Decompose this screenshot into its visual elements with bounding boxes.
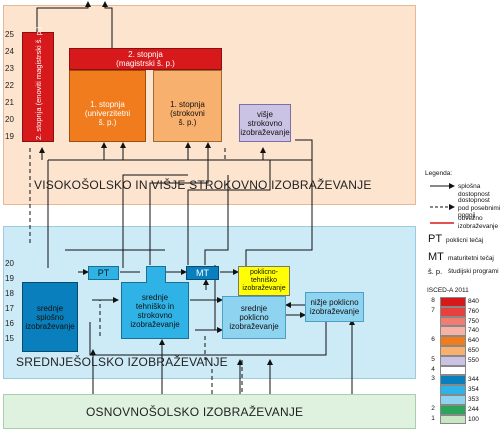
strokovni-box: 1. stopnja (strokovni š. p.): [153, 70, 222, 142]
legend-general-access: splošna dostopnost: [458, 183, 490, 198]
age-label: 17: [5, 304, 14, 313]
pt-box: PT: [88, 266, 119, 280]
isced-level: 8: [431, 297, 435, 304]
isced-code: 760: [468, 307, 479, 315]
isced-title: ISCED-A 2011: [427, 287, 469, 294]
isced-level: [427, 326, 439, 336]
isced-swatch: [440, 346, 466, 356]
srednje-splosno-box: srednje splošno izobraževanje: [22, 282, 78, 352]
isced-level: [427, 385, 439, 395]
isced-swatch: [440, 404, 466, 415]
isced-level: [427, 317, 439, 327]
isced-code: 100: [468, 415, 479, 423]
legend-mt-text: maturitetni tečaj: [448, 255, 494, 262]
isced-swatch: [440, 297, 466, 307]
enoviti-label: 2. stopnja (enoviti magistrski š. p.): [33, 26, 43, 140]
nizje-poklicno-box: nižje poklicno izobraževanje: [305, 292, 364, 322]
legend-compulsory: obvezno izobraževanje: [458, 215, 499, 230]
isced-level: 2: [431, 404, 435, 412]
legend-title: Legenda:: [425, 170, 453, 177]
legend-pt-symbol: PT: [428, 233, 443, 245]
isced-code: [468, 366, 494, 376]
univerzitetni-box: 1. stopnja (univerzitetni š. p.): [69, 70, 146, 142]
isced-swatch: [440, 395, 466, 405]
isced-swatch: [440, 316, 466, 327]
legend-pt-text: poklicni tečaj: [446, 237, 484, 244]
isced-swatch: [440, 414, 466, 425]
higher-zone-title: VISOKOŠOLSKO IN VIŠJE STROKOVNO IZOBRAŽE…: [34, 178, 372, 192]
isced-level: 3: [431, 375, 435, 383]
isced-code: 750: [468, 317, 479, 325]
age-label: 18: [5, 289, 14, 298]
poklicno-tehnisko-box: poklicno- tehniško izobraževanje: [238, 266, 290, 296]
legend-sp-text: študijski programi: [448, 268, 499, 275]
age-label: 16: [5, 319, 14, 328]
primary-zone-title: OSNOVNOŠOLSKO IZOBRAŽEVANJE: [86, 405, 304, 419]
age-label: 19: [5, 132, 14, 141]
legend-sp-symbol: š. p.: [428, 267, 443, 276]
legend-mt-symbol: MT: [428, 251, 444, 263]
mt-box: MT: [186, 266, 219, 280]
isced-level: 6: [431, 336, 435, 344]
isced-code: 550: [468, 356, 479, 364]
age-label: 21: [5, 98, 14, 107]
age-label: 22: [5, 81, 14, 90]
age-label: 19: [5, 274, 14, 283]
isced-code: 353: [468, 396, 479, 403]
isced-swatch: [440, 306, 466, 317]
isced-swatch: [440, 326, 466, 337]
srednje-poklicno-box: srednje poklicno izobraževanje: [222, 296, 286, 339]
age-label: 15: [5, 334, 14, 343]
age-label: 25: [5, 30, 14, 39]
isced-code: 244: [468, 405, 479, 413]
isced-code: 344: [468, 376, 479, 384]
magistrski-box: 2. stopnja (magistrski š. p.): [69, 48, 222, 70]
isced-level: [427, 346, 439, 356]
isced-code: 740: [468, 327, 479, 335]
isced-level: 1: [431, 414, 435, 422]
isced-code: 354: [468, 386, 479, 394]
legend-special-access: dostopnost pod posebnimi pogoji: [458, 197, 501, 219]
isced-level: 5: [431, 355, 435, 363]
isced-swatch: [440, 375, 466, 386]
age-label: 24: [5, 47, 14, 56]
isced-code: 650: [468, 347, 479, 354]
isced-level: 4: [431, 365, 435, 373]
secondary-zone-title: SREDNJEŠOLSKO IZOBRAŽEVANJE: [16, 355, 228, 369]
isced-level: [427, 395, 439, 405]
srednje-tehnisko-box: srednje tehniško in strokovno izobraževa…: [121, 282, 189, 339]
age-label: 23: [5, 64, 14, 73]
isced-swatch: [440, 365, 466, 376]
isced-swatch: [440, 385, 466, 395]
isced-code: 840: [468, 298, 479, 305]
enoviti-magistrski-box: 2. stopnja (enoviti magistrski š. p.): [22, 26, 54, 142]
tehnisko-tab: [146, 266, 166, 283]
isced-swatch: [440, 355, 466, 366]
isced-code: 640: [468, 337, 479, 345]
visje-strokovno-box: višje strokovno izobraževanje: [239, 104, 291, 142]
age-label: 20: [5, 259, 14, 268]
isced-swatch: [440, 336, 466, 346]
age-label: 20: [5, 115, 14, 124]
primary-education-zone: [3, 394, 416, 429]
isced-level: 7: [431, 306, 435, 314]
